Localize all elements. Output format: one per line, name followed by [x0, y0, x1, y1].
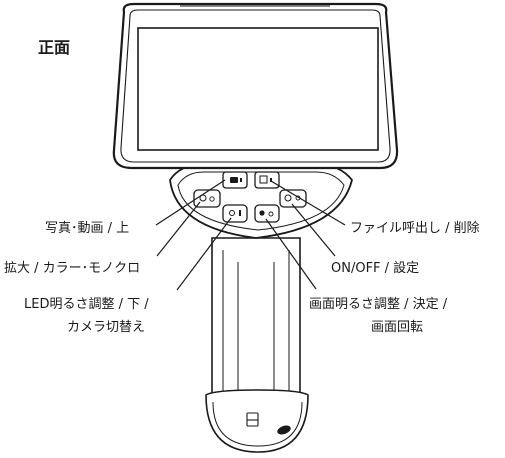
file-icon: [259, 175, 268, 184]
device-monitor: [112, 2, 399, 170]
page-title: 正面: [38, 38, 71, 57]
power-icon: [284, 194, 292, 202]
label-zoom-color: 拡大 / カラー･モノクロ: [4, 261, 141, 276]
label-screen-line1: 画面明るさ調整 / 決定 /: [309, 297, 448, 312]
label-led-line2: カメラ切替え: [67, 320, 146, 335]
label-file-delete: ファイル呼出し / 削除: [350, 221, 480, 236]
handle-mark: [277, 425, 291, 435]
label-power-settings: ON/OFF / 設定: [331, 261, 420, 276]
brightness-icon: [259, 210, 265, 216]
zoom-button[interactable]: [193, 189, 221, 208]
led-button[interactable]: [222, 204, 248, 223]
display-screen: [137, 27, 379, 151]
label-screen-line2: 画面回転: [371, 320, 424, 335]
leader-lines: [155, 179, 346, 291]
led-icon: [229, 210, 235, 216]
port-icon: [246, 412, 259, 427]
camera-icon: [230, 177, 238, 183]
label-led-line1: LED明るさ調整 / 下 /: [24, 297, 149, 312]
power-button[interactable]: [279, 189, 307, 208]
screen-brightness-button[interactable]: [254, 204, 280, 223]
label-capture-up: 写真･動画 / 上: [45, 221, 130, 236]
device-handle: [205, 237, 309, 453]
